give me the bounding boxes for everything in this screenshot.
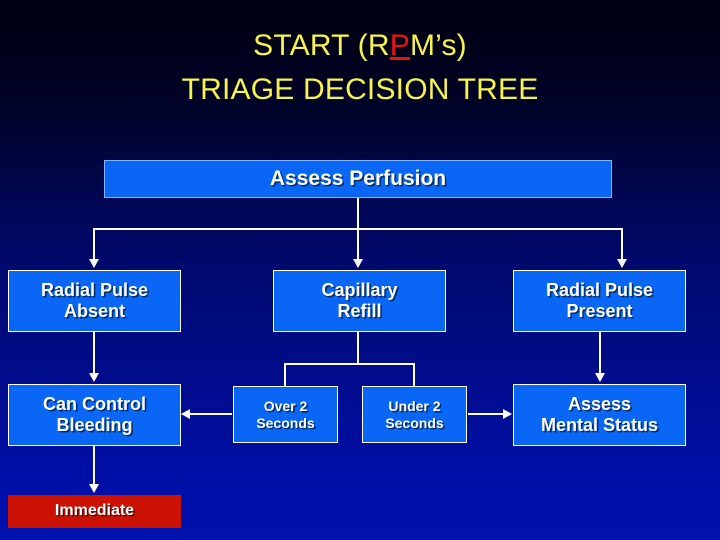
connector-perfusion-to-radial-absent <box>93 228 95 260</box>
arrowhead-to-assess-mental-status-right <box>503 409 512 419</box>
arrowhead-to-can-control-bleeding <box>89 373 99 382</box>
connector-perfusion-to-capillary <box>357 228 359 260</box>
node-label-radial-pulse-present-line2: Present <box>566 301 633 321</box>
node-label-capillary-refill-line1: Capillary <box>321 279 398 300</box>
node-label-can-control-bleeding-line2: Bleeding <box>56 415 133 435</box>
node-label-radial-pulse-absent-line2: Absent <box>63 301 125 321</box>
slide-title-line-1: START (RPM’s) <box>0 28 720 64</box>
node-assess-mental-status[interactable]: Assess Mental Status <box>513 384 686 446</box>
connector-radial-absent-to-can-control <box>93 332 95 374</box>
arrowhead-to-assess-mental-status <box>595 373 605 382</box>
connector-perfusion-stem <box>357 198 359 230</box>
connector-radial-present-to-assess-mental <box>599 332 601 374</box>
connector-capillary-bus <box>284 363 415 365</box>
arrowhead-to-capillary-refill <box>353 259 363 268</box>
node-label-capillary-refill-line2: Refill <box>337 301 382 321</box>
node-label-assess-mental-status-line2: Mental Status <box>540 415 659 435</box>
arrowhead-to-can-control-bleeding-left <box>181 409 190 419</box>
arrowhead-to-immediate <box>89 484 99 493</box>
node-label-can-control-bleeding-line1: Can Control <box>43 393 146 414</box>
title-text-pre: START (R <box>253 29 390 62</box>
slide-title-line-2: TRIAGE DECISION TREE <box>181 73 539 106</box>
node-label-under-2-seconds-line2: Seconds <box>385 414 444 431</box>
title-highlight-p: P <box>389 29 410 62</box>
node-can-control-bleeding[interactable]: Can Control Bleeding <box>8 384 181 446</box>
node-capillary-refill[interactable]: Capillary Refill <box>273 270 446 332</box>
connector-over-2-to-can-control <box>190 413 232 415</box>
connector-under-2-to-assess-mental <box>468 413 504 415</box>
node-radial-pulse-absent[interactable]: Radial Pulse Absent <box>8 270 181 332</box>
node-label-radial-pulse-present-line1: Radial Pulse <box>545 279 654 300</box>
node-label-assess-perfusion: Assess Perfusion <box>269 166 447 190</box>
node-label-radial-pulse-absent-line1: Radial Pulse <box>40 279 149 300</box>
arrowhead-to-radial-pulse-present <box>617 259 627 268</box>
arrowhead-to-radial-pulse-absent <box>89 259 99 268</box>
connector-perfusion-to-radial-present <box>621 228 623 260</box>
node-radial-pulse-present[interactable]: Radial Pulse Present <box>513 270 686 332</box>
node-over-2-seconds[interactable]: Over 2 Seconds <box>233 386 338 443</box>
node-label-under-2-seconds-line1: Under 2 <box>388 398 441 415</box>
node-label-immediate: Immediate <box>54 502 135 520</box>
node-under-2-seconds[interactable]: Under 2 Seconds <box>362 386 467 443</box>
connector-can-control-to-immediate <box>93 446 95 485</box>
node-label-assess-mental-status-line1: Assess <box>567 393 632 414</box>
connector-capillary-to-under-2 <box>413 363 415 387</box>
node-label-over-2-seconds-line2: Seconds <box>256 414 315 431</box>
title-text-post: M’s) <box>409 29 467 62</box>
node-immediate[interactable]: Immediate <box>8 495 181 528</box>
node-assess-perfusion[interactable]: Assess Perfusion <box>104 160 612 198</box>
connector-capillary-to-over-2 <box>284 363 286 387</box>
connector-capillary-stem <box>357 332 359 364</box>
node-label-over-2-seconds-line1: Over 2 <box>263 398 308 415</box>
